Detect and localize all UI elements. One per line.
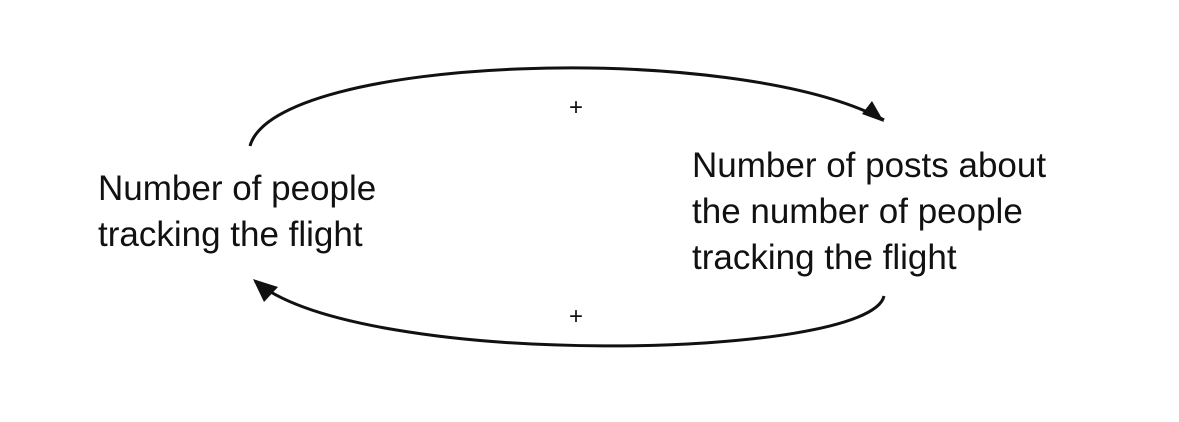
top-link-polarity: + (569, 94, 584, 121)
link-bottom-arrow (254, 279, 886, 348)
node-right-line-2: the number of people (692, 192, 1023, 231)
node-posts-about-tracking: Number of posts about the number of peop… (692, 143, 1046, 281)
node-right-line-1: Number of posts about (692, 146, 1047, 185)
link-bottom-arrowhead (253, 279, 278, 302)
bottom-link-polarity: + (569, 303, 584, 330)
node-left-line-2: tracking the flight (98, 215, 363, 254)
link-top-arrowhead (862, 101, 884, 122)
node-people-tracking-flight: Number of people tracking the flight (98, 166, 376, 258)
link-top-arrow (248, 66, 885, 147)
node-right-line-3: tracking the flight (692, 238, 957, 277)
node-left-line-1: Number of people (98, 169, 377, 208)
